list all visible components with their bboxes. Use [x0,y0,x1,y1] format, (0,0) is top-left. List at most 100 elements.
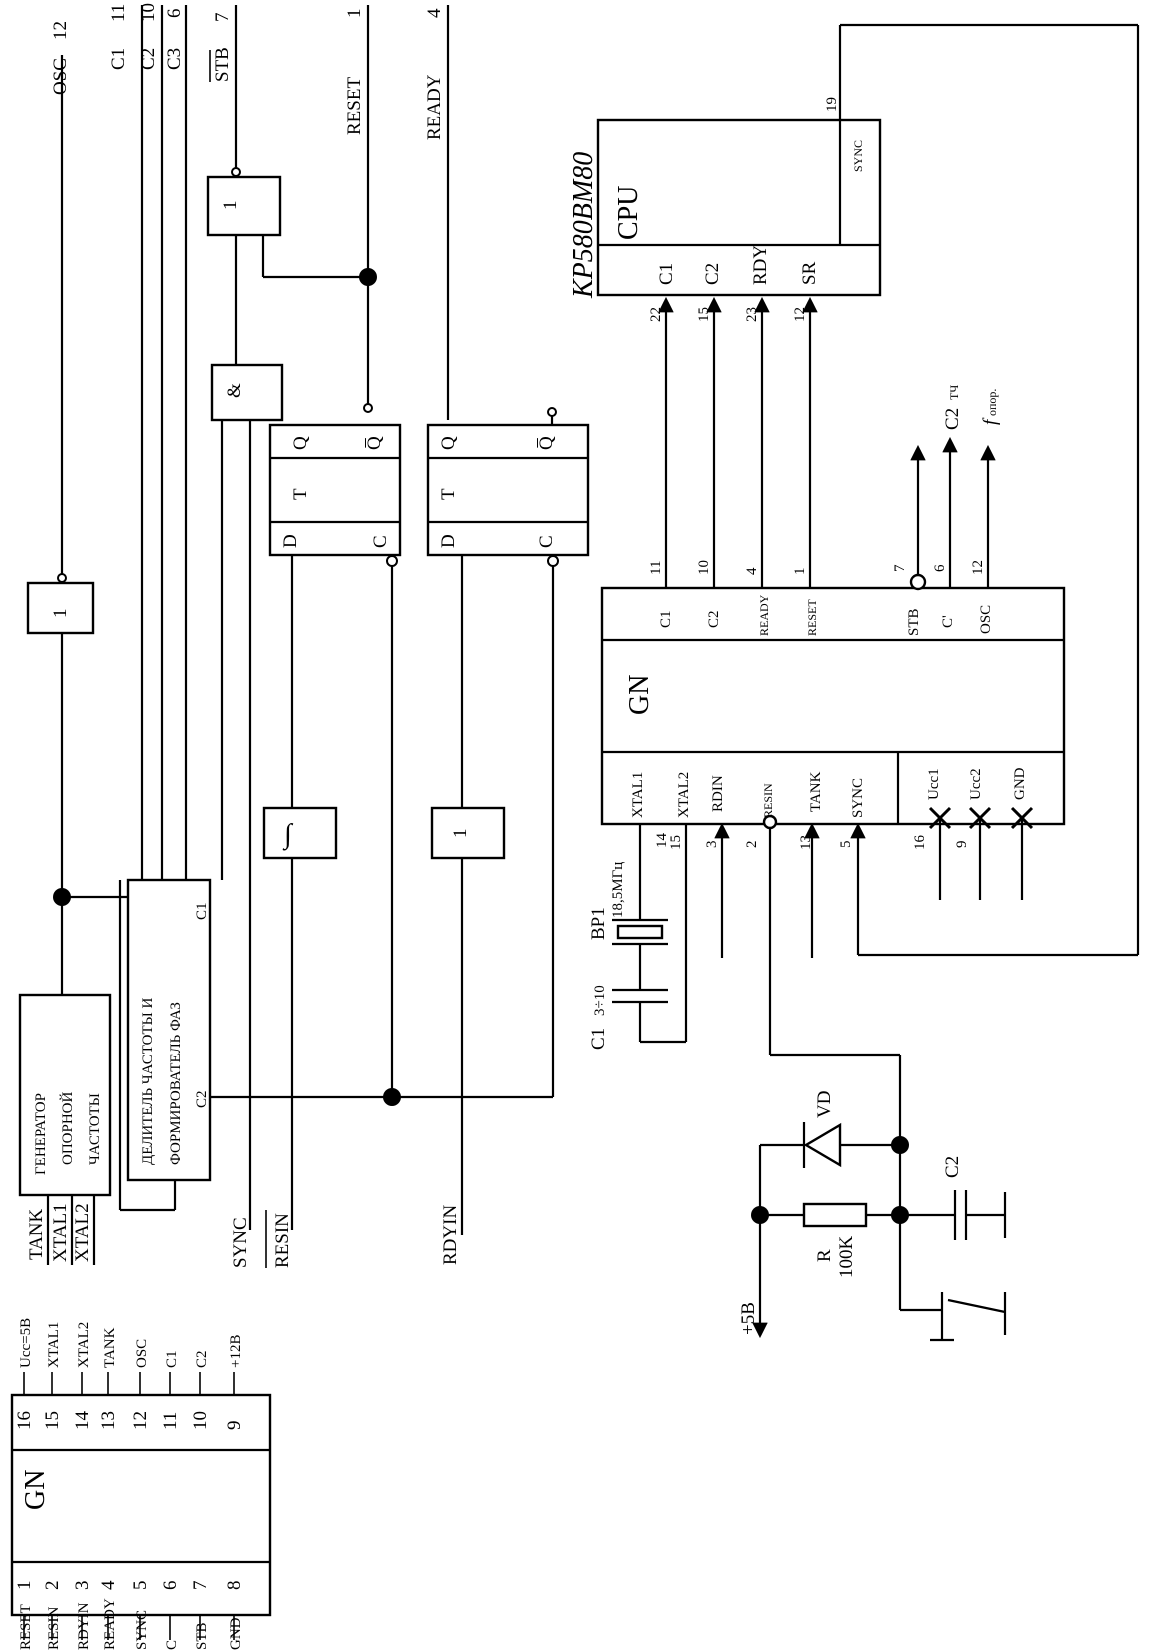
trigger-2-qn-bubble [547,407,557,417]
r-label: R [814,1249,835,1262]
pinout-left-label: RESIN [46,1606,62,1650]
cpu-pin-rdy: RDY [750,245,771,285]
out-c2-sub: ТЧ [947,385,961,400]
gn-top-stb: STB [906,608,922,636]
crystal-cap: C1 [588,1028,609,1050]
cpu-pin-sr-num: 12 [792,307,808,322]
reset-circuit: VD R 100K C2 +5B [738,1053,1007,1342]
reset-label: RESET [344,77,365,135]
resin-bubble [762,814,778,830]
r-body [802,1202,868,1228]
trigger-1-t: T [290,488,311,500]
divider-line1: ДЕЛИТЕЛЬ ЧАСТОТЫ И [140,998,156,1165]
trigger-2-q: Q [438,436,459,450]
bp1-freq: 18,5МГц [610,862,626,918]
stb-num: 7 [212,13,233,23]
cpu-pin-c1: C1 [656,263,677,285]
c3-label: C3 [164,48,185,70]
gn-top-c1-num: 11 [648,561,664,575]
pinout-left-num: 6 [160,1581,181,1591]
rdyin-label: RDYIN [440,1205,461,1265]
pinout-right-label: C2 [194,1350,210,1368]
gn-bot-ucc1: Ucc1 [926,768,942,800]
gn-title: GN [624,675,655,715]
pinout-right-label: XTAL2 [76,1322,92,1368]
out-c2-label: C2 [942,408,963,430]
cpu-sync-pin: SYNC [851,140,865,172]
resin-label: RESIN [272,1213,293,1268]
ready-label: READY [424,74,445,140]
divider-block [126,878,212,1182]
gn-top-ready-num: 4 [744,567,760,575]
gn-top-ready: READY [757,594,771,636]
cpu-pin-sr: SR [799,261,820,285]
gn-bot-xtal1: XTAL1 [630,772,646,818]
trigger-2-c-bubble [547,555,559,567]
stb-inverter-label: 1 [220,201,241,211]
pinout-left-label: RDYIN [76,1602,92,1650]
rdyin-inverter [430,806,506,860]
pinout-left-num: 8 [224,1581,245,1591]
cpu-pin-rdy-num: 23 [744,307,760,322]
pinout-box [10,1393,272,1617]
c2-cap-label: C2 [942,1156,963,1178]
out-f-sub: опор. [985,389,999,416]
pinout-left-label: READY [102,1598,118,1650]
pinout-right-num: 12 [130,1411,151,1430]
pinout-left-label: STB [194,1622,210,1650]
generator-line2: ОПОРНОЙ [59,1091,76,1165]
c1-num: 11 [108,4,129,22]
node-c2 [383,1088,401,1106]
stb-label: STB [212,47,233,82]
generator-line1: ГЕНЕРАТОР [33,1093,49,1175]
pinout-right-label: C1 [164,1350,180,1368]
cpu-name: KP580BM80 [568,152,599,299]
osc-inv-bubble [57,573,67,583]
node-supply [751,1206,769,1224]
schmitt-symbol: ∫ [282,819,294,851]
xtal1-label: XTAL1 [50,1203,71,1262]
xtal2-label: XTAL2 [72,1203,93,1262]
pinout-right-num: 13 [98,1411,119,1430]
trigger-1-c-bubble [386,555,398,567]
osc-num: 12 [50,21,71,40]
gn-bot-resin-num: 2 [744,841,760,849]
gn-top-osc-num: 12 [970,560,986,575]
gn-box [600,586,1066,826]
gn-bot-ucc2: Ucc2 [968,768,984,800]
gn-top-reset-num: 1 [792,568,808,576]
pinout-right-num: 10 [190,1411,211,1430]
gn-bot-rdin-num: 3 [704,841,720,849]
pinout-left-label: C [164,1640,180,1650]
gn-top-c2-num: 10 [696,560,712,575]
osc-inverter-label: 1 [50,609,71,619]
pinout-left-num: 5 [130,1581,151,1591]
pinout-left-num: 1 [14,1581,35,1591]
divider-out-c2: C2 [194,1090,210,1108]
gn-bot-sync: SYNC [850,778,866,818]
out-f-label: f [980,417,1001,425]
trigger-1 [268,423,402,557]
stb-inverter [206,175,282,237]
pinout-left-num: 7 [190,1581,211,1591]
ready-num: 4 [424,8,445,18]
gn-bottom-pins: XTAL1 XTAL2 RDIN RESIN TANK SYNC Ucc1 Uc… [630,767,1034,1055]
gn-stb-bubble [909,573,927,591]
gn-chip: GN C1 C2 READY RESET STB C' OSC 11 10 4 … [600,385,1066,1055]
osc-label: OSC [50,58,71,95]
c1-label: C1 [108,48,129,70]
gn-top-stb-num: 7 [892,564,908,572]
gn-bot-tank: TANK [808,771,824,812]
sync-label: SYNC [230,1217,251,1268]
internal-structure: OSC 12 C1 11 C2 10 C3 6 STB 7 RESET 1 RE… [18,3,590,1268]
gn-bot-gnd: GND [1012,767,1028,800]
divider-line2: ФОРМИРОВАТЕЛЬ ФАЗ [168,1002,184,1165]
c3-num: 6 [164,9,185,19]
gn-bot-resin: RESIN [761,783,775,818]
gn-top-c-num: 6 [932,564,948,572]
cpu-pin-c1-num: 22 [648,307,664,322]
pinout-left-num: 4 [98,1580,119,1590]
trigger-2-c: C [536,535,557,548]
c2-num: 10 [138,3,159,22]
